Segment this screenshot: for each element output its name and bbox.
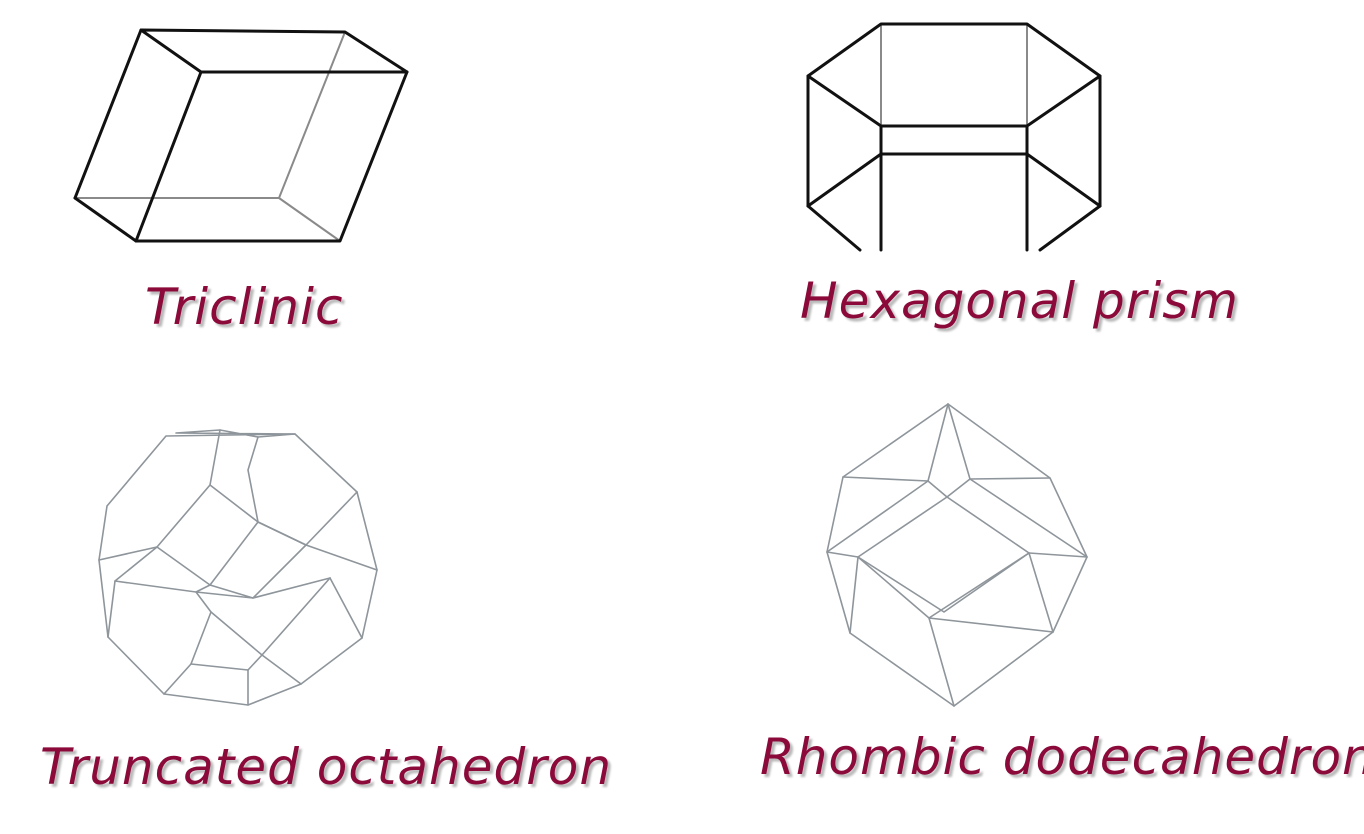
- triclinic-shape: [73, 28, 409, 243]
- rhombic-dodecahedron-caption: Rhombic dodecahedron: [760, 728, 1364, 786]
- hexagonal-prism-caption: Hexagonal prism: [800, 272, 1239, 330]
- trunc-oct-edge: [261, 654, 302, 685]
- rhombic-dodeca-face: [857, 496, 1030, 613]
- triclinic-edge: [73, 196, 138, 243]
- triclinic-edge: [73, 28, 143, 200]
- rhombic-dodeca-edge: [969, 478, 1088, 558]
- triclinic-hidden-edge: [278, 31, 346, 199]
- rhombic-dodeca-edge: [826, 480, 929, 553]
- rhombic-dodeca-edge: [1028, 552, 1088, 558]
- triclinic-front-face: [134, 70, 409, 243]
- trunc-oct-edge: [329, 577, 363, 639]
- trunc-oct-edge: [305, 544, 378, 571]
- hexagonal-prism-shape: [806, 22, 1102, 252]
- hex-prism-edge: [806, 204, 862, 252]
- trunc-oct-edge: [190, 654, 263, 671]
- trunc-oct-edge: [209, 484, 259, 523]
- rhombic-dodecahedron-shape: [826, 403, 1088, 707]
- rhombic-dodeca-edge: [826, 551, 859, 558]
- hex-prism-edge: [806, 152, 883, 208]
- hex-prism-edge: [1038, 204, 1102, 252]
- truncated-octahedron-outline: [98, 433, 378, 706]
- trunc-oct-face: [209, 521, 307, 599]
- rhombic-dodeca-edge: [849, 556, 859, 634]
- rhombic-dodeca-edge: [927, 478, 971, 498]
- trunc-oct-edge: [195, 577, 331, 656]
- trunc-oct-edge: [98, 546, 158, 561]
- rhombic-dodeca-edge: [857, 556, 1054, 633]
- trunc-oct-edge: [163, 611, 212, 695]
- trunc-oct-edge: [107, 580, 116, 638]
- hex-prism-edge: [1025, 152, 1102, 208]
- truncated-octahedron-caption: Truncated octahedron: [40, 738, 613, 796]
- rhombic-dodeca-edge: [928, 552, 1030, 707]
- triclinic-hidden-edge: [278, 197, 341, 242]
- triclinic-caption: Triclinic: [145, 278, 344, 336]
- trunc-oct-edge: [247, 436, 358, 546]
- truncated-octahedron-shape: [98, 429, 378, 706]
- hex-prism-top-face: [806, 22, 1102, 128]
- rhombic-dodeca-edge: [1028, 552, 1054, 633]
- trunc-oct-edge: [156, 429, 221, 548]
- triclinic-top-face: [139, 28, 409, 74]
